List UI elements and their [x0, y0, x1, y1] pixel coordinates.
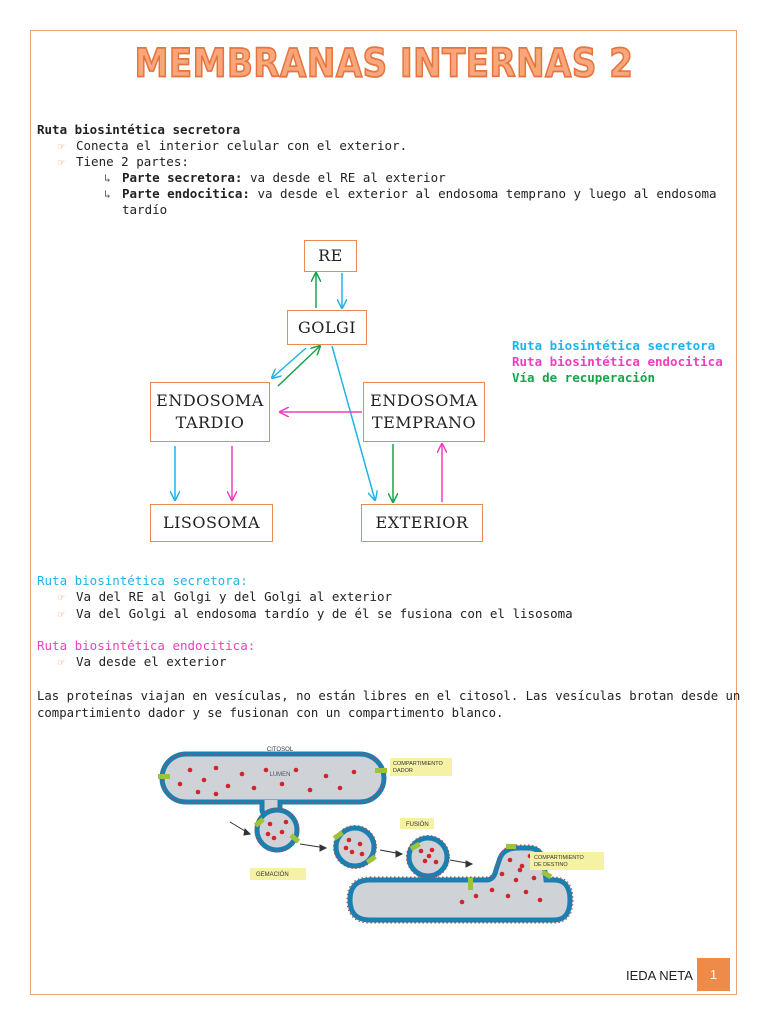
sub2-bold: Parte endocitica:	[122, 186, 250, 201]
label-dador-2: DADOR	[393, 768, 413, 774]
arrow-golgi-to-exterior	[331, 345, 375, 500]
pointing-hand-icon: ☞	[58, 656, 65, 669]
box-lisosoma-label: LISOSOMA	[162, 513, 261, 532]
box-endosoma-temprano: ENDOSOMA TEMPRANO	[363, 382, 485, 442]
legend-endocitica: Ruta biosintética endocitica	[512, 354, 723, 369]
box-golgi: GOLGI	[287, 310, 367, 345]
paragraph-line-1: Las proteínas viajan en vesículas, no es…	[37, 689, 741, 703]
intro-bullet-1: ☞ Conecta el interior celular con el exte…	[58, 138, 407, 155]
box-temprano-line1: ENDOSOMA	[370, 391, 478, 410]
box-golgi-label: GOLGI	[297, 317, 357, 337]
vesicle-transport-figure: CITOSOL LUMEN COMPARTIMIENTO DADOR FUSIÓ…	[158, 747, 604, 924]
page-number: 1	[697, 958, 730, 991]
intro-bullet-2: ☞ Tiene 2 partes:	[58, 154, 189, 171]
label-lumen: LUMEN	[269, 772, 290, 778]
box-tardio-line2: TARDIO	[175, 413, 245, 432]
pointing-hand-icon: ☞	[58, 608, 65, 621]
secretora-heading: Ruta biosintética secretora:	[37, 573, 248, 588]
secretora-bullet-1-text: Va del RE al Golgi y del Golgi al exteri…	[76, 589, 393, 604]
free-vesicle	[332, 825, 377, 869]
label-bg-destino	[530, 852, 604, 870]
pointing-hand-icon: ☞	[58, 156, 65, 169]
box-tardio-line1: ENDOSOMA	[156, 391, 264, 410]
pointing-hand-icon: ☞	[58, 140, 65, 153]
legend-secretora: Ruta biosintética secretora	[512, 338, 716, 353]
paragraph-line-2: compartimiento dador y se fusionan con u…	[37, 706, 504, 720]
box-temprano-line2: TEMPRANO	[371, 413, 477, 432]
intro-bullet-1-text: Conecta el interior celular con el exter…	[76, 138, 408, 153]
label-bg-gemacion	[250, 868, 306, 880]
endocitica-bullet-1-text: Va desde el exterior	[76, 654, 227, 669]
arrow-tardio-to-golgi	[277, 346, 320, 387]
label-dador-1: COMPARTIMIENTO	[393, 761, 444, 767]
intro-heading: Ruta biosintética secretora	[37, 122, 241, 137]
label-citosol: CITOSOL	[267, 747, 294, 753]
box-exterior-label: EXTERIOR	[375, 513, 469, 532]
label-destino-1: COMPARTIMIENTO	[534, 855, 585, 861]
hook-arrow-icon: ↳	[104, 188, 111, 201]
page-title: MEMBRANAS INTERNAS 2	[134, 40, 634, 88]
label-bg-dador	[390, 758, 452, 776]
intro-sub-bullet-2: ↳ Parte endocitica: va desde el exterior …	[104, 186, 717, 203]
legend-recuperacion: Vía de recuperación	[512, 370, 655, 385]
intro-sub-bullet-1: ↳ Parte secretora: va desde el RE al exte…	[104, 170, 446, 187]
footer-author: IEDA NETA	[626, 968, 693, 983]
secretora-bullet-2-text: Va del Golgi al endosoma tardío y de él …	[76, 606, 573, 621]
fusing-vesicle	[406, 835, 450, 879]
label-bg-fusion	[400, 818, 434, 829]
box-re-label: RE	[318, 246, 343, 265]
secretora-bullet-2: ☞ Va del Golgi al endosoma tardío y de él…	[58, 606, 573, 623]
arrow-golgi-to-tardio	[272, 347, 307, 378]
flow-arrows	[0, 0, 768, 560]
target-compartment	[346, 844, 574, 924]
page-frame	[30, 30, 737, 995]
secretora-bullet-1: ☞ Va del RE al Golgi y del Golgi al exter…	[58, 589, 392, 606]
endocitica-heading: Ruta biosintética endocitica:	[37, 638, 256, 653]
intro-bullet-2-text: Tiene 2 partes:	[76, 154, 189, 169]
intro-sub-bullet-2-cont: tardío	[122, 202, 168, 217]
figure-arrows	[229, 821, 474, 868]
hook-arrow-icon: ↳	[104, 172, 111, 185]
label-fusion: FUSIÓN	[406, 821, 429, 828]
sub2-text: va desde el exterior al endosoma tempran…	[249, 186, 717, 201]
box-endosoma-tardio: ENDOSOMA TARDIO	[150, 382, 270, 442]
label-destino-2: DE DESTINO	[534, 862, 568, 868]
endocitica-bullet-1: ☞ Va desde el exterior	[58, 654, 227, 671]
donor-compartment	[158, 751, 387, 853]
label-gemacion: GEMACIÓN	[256, 871, 289, 878]
box-lisosoma: LISOSOMA	[150, 504, 273, 542]
sub1-bold: Parte secretora:	[122, 170, 243, 185]
sub1-text: va desde el RE al exterior	[242, 170, 446, 185]
box-exterior: EXTERIOR	[361, 504, 483, 542]
box-re: RE	[304, 240, 357, 272]
pointing-hand-icon: ☞	[58, 591, 65, 604]
